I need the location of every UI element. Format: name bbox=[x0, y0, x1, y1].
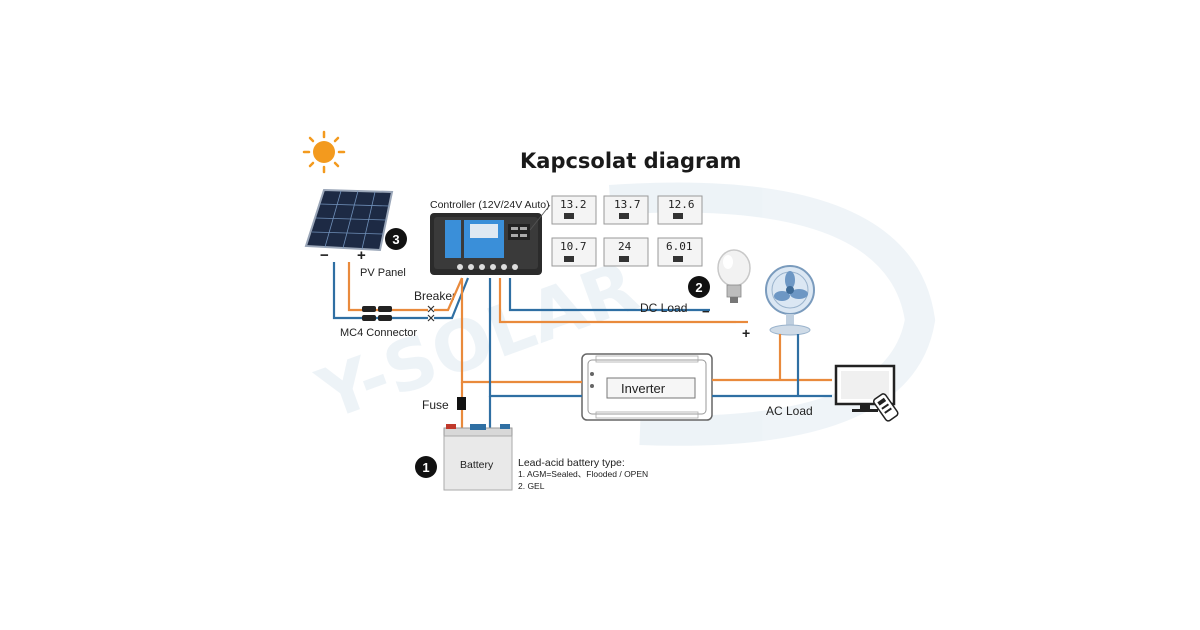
solar-panel-icon bbox=[304, 188, 394, 252]
lcd-reading: 13.7 bbox=[614, 198, 641, 211]
pv-wires bbox=[332, 262, 428, 320]
ac-load-label: AC Load bbox=[766, 404, 813, 418]
battery-icon bbox=[443, 424, 513, 491]
dc-load-label: DC Load bbox=[640, 301, 687, 315]
diagram-title: Kapcsolat diagram bbox=[520, 149, 741, 173]
light-bulb-icon bbox=[717, 249, 751, 303]
controller-pointer-line bbox=[529, 204, 551, 231]
lcd-panel: 12.6 bbox=[657, 195, 703, 225]
breaker-icon bbox=[427, 305, 435, 322]
dc-load-wires bbox=[498, 278, 736, 324]
lcd-panel: 13.7 bbox=[603, 195, 649, 225]
lcd-panel: 13.2 bbox=[551, 195, 597, 225]
fuse-icon bbox=[457, 397, 466, 410]
controller-label: Controller (12V/24V Auto) bbox=[430, 199, 550, 211]
fan-icon bbox=[765, 265, 815, 336]
breaker-label: Breaker bbox=[414, 289, 456, 303]
controller-icon bbox=[430, 213, 542, 275]
fuse-label: Fuse bbox=[422, 398, 449, 412]
lcd-reading: 13.2 bbox=[560, 198, 587, 211]
pv-panel-label: PV Panel bbox=[360, 267, 406, 279]
badge-dc-load: 2 bbox=[688, 276, 710, 298]
lcd-panels: 13.2 13.7 12.6 10.7 24 6.01 bbox=[551, 195, 703, 267]
ac-load-wires bbox=[712, 320, 832, 398]
mc4-connector-icon bbox=[362, 306, 392, 321]
badge-battery-number: 1 bbox=[422, 460, 429, 475]
remote-icon bbox=[872, 393, 899, 422]
lcd-reading: 12.6 bbox=[668, 198, 695, 211]
pv-minus-label: − bbox=[320, 247, 329, 264]
dc-minus-label: − bbox=[702, 304, 710, 319]
sun-icon bbox=[302, 130, 346, 174]
lcd-panel: 24 bbox=[603, 237, 649, 267]
lcd-reading: 10.7 bbox=[560, 240, 587, 253]
mc4-connector-label: MC4 Connector bbox=[340, 327, 417, 339]
battery-type-1: 1. AGM=Sealed、Flooded / OPEN bbox=[518, 469, 648, 479]
battery-type-title: Lead-acid battery type: bbox=[518, 457, 625, 469]
lcd-panel: 6.01 bbox=[657, 237, 703, 267]
dc-plus-label: + bbox=[742, 325, 750, 341]
badge-pv-panel: 3 bbox=[385, 228, 407, 250]
inverter-icon bbox=[581, 353, 713, 421]
badge-pv-panel-number: 3 bbox=[392, 232, 399, 247]
badge-battery: 1 bbox=[415, 456, 437, 478]
lcd-reading: 6.01 bbox=[666, 240, 693, 253]
inverter-label: Inverter bbox=[621, 381, 666, 396]
battery-type-2: 2. GEL bbox=[518, 481, 545, 491]
pv-plus-label: + bbox=[357, 247, 366, 264]
battery-label: Battery bbox=[460, 459, 494, 471]
lcd-panel: 10.7 bbox=[551, 237, 597, 267]
lcd-reading: 24 bbox=[618, 240, 632, 253]
badge-dc-load-number: 2 bbox=[695, 280, 702, 295]
